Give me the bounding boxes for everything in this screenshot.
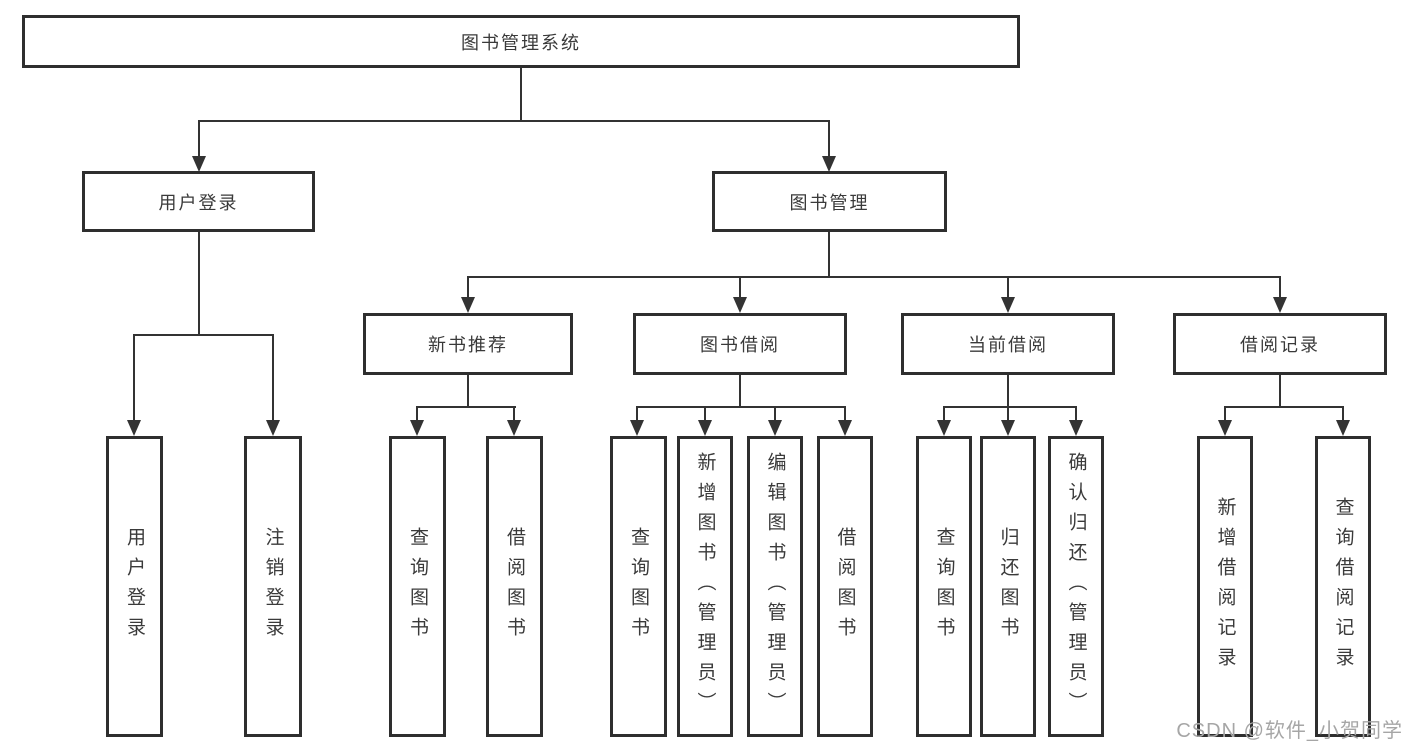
connector-line [1342,406,1344,422]
arrow-down-icon [630,420,644,436]
leaf-label: 查询借阅记录 [1332,496,1354,677]
node-book-management: 图书管理 [712,171,947,232]
leaf-query-books-current: 查询图书 [916,436,972,737]
connector-line [1007,406,1009,422]
connector-line [1224,406,1344,408]
arrow-down-icon [822,156,836,172]
connector-line [467,276,469,299]
node-label: 当前借阅 [968,335,1048,355]
leaf-label: 新增图书（管理员） [694,451,716,722]
arrow-down-icon [733,297,747,313]
leaf-query-books-recommend: 查询图书 [389,436,446,737]
watermark: CSDN @软件_小贺同学 [1176,720,1403,742]
connector-line [1224,406,1226,422]
node-label: 用户登录 [158,192,239,213]
connector-line [416,406,516,408]
leaf-borrow-books-recommend: 借阅图书 [486,436,543,737]
arrow-down-icon [1273,297,1287,313]
connector-line [416,406,418,422]
connector-line [943,406,945,422]
leaf-label: 借阅图书 [834,526,856,647]
node-new-book-recommend: 新书推荐 [363,313,573,375]
leaf-confirm-return-admin: 确认归还（管理员） [1048,436,1104,737]
arrow-down-icon [410,420,424,436]
node-label: 图书借阅 [700,335,780,355]
connector-line [704,406,706,422]
connector-line [1279,375,1281,408]
leaf-label: 确认归还（管理员） [1065,451,1087,722]
connector-line [520,67,522,121]
arrow-down-icon [1218,420,1232,436]
connector-line [828,120,830,158]
arrow-down-icon [1001,297,1015,313]
arrow-down-icon [266,420,280,436]
node-label: 借阅记录 [1240,335,1320,355]
arrow-down-icon [838,420,852,436]
connector-line [739,276,741,299]
leaf-label: 新增借阅记录 [1214,496,1236,677]
leaf-user-login: 用户登录 [106,436,163,737]
leaf-edit-book-admin: 编辑图书（管理员） [747,436,803,737]
leaf-label: 查询图书 [933,526,955,647]
leaf-query-books-borrow: 查询图书 [610,436,667,737]
node-borrowing-records: 借阅记录 [1173,313,1387,375]
connector-line [133,334,274,336]
connector-line [636,406,846,408]
leaf-borrow-books: 借阅图书 [817,436,873,737]
connector-line [1075,406,1077,422]
connector-line [844,406,846,422]
connector-line [636,406,638,422]
leaf-label: 注销登录 [262,526,284,647]
connector-line [828,232,830,278]
connector-line [467,375,469,408]
leaf-query-borrow-record: 查询借阅记录 [1315,436,1371,737]
arrow-down-icon [192,156,206,172]
leaf-label: 用户登录 [124,526,145,647]
leaf-add-borrow-record: 新增借阅记录 [1197,436,1253,737]
leaf-label: 查询图书 [628,526,649,647]
leaf-return-books: 归还图书 [980,436,1036,737]
node-user-login: 用户登录 [82,171,315,232]
arrow-down-icon [937,420,951,436]
node-label: 新书推荐 [428,335,508,355]
connector-line [198,232,200,336]
arrow-down-icon [768,420,782,436]
connector-line [1279,276,1281,299]
leaf-label: 编辑图书（管理员） [764,451,786,722]
node-label: 图书管理系统 [461,32,581,53]
connector-line [1007,276,1009,299]
node-current-borrowing: 当前借阅 [901,313,1115,375]
connector-line [513,406,515,422]
connector-line [467,276,1281,278]
arrow-down-icon [1001,420,1015,436]
leaf-logout: 注销登录 [244,436,302,737]
arrow-down-icon [507,420,521,436]
connector-line [943,406,1077,408]
leaf-label: 借阅图书 [504,526,525,647]
node-book-borrowing: 图书借阅 [633,313,847,375]
arrow-down-icon [127,420,141,436]
arrow-down-icon [1069,420,1083,436]
connector-line [1007,375,1009,408]
leaf-label: 归还图书 [997,526,1019,647]
connector-line [272,334,274,422]
connector-line [198,120,830,122]
node-label: 图书管理 [789,192,870,213]
leaf-label: 查询图书 [407,526,428,647]
leaf-add-book-admin: 新增图书（管理员） [677,436,733,737]
connector-line [133,334,135,422]
node-library-management-system: 图书管理系统 [22,15,1020,68]
connector-line [774,406,776,422]
arrow-down-icon [698,420,712,436]
connector-line [198,120,200,158]
connector-line [739,375,741,408]
arrow-down-icon [1336,420,1350,436]
arrow-down-icon [461,297,475,313]
